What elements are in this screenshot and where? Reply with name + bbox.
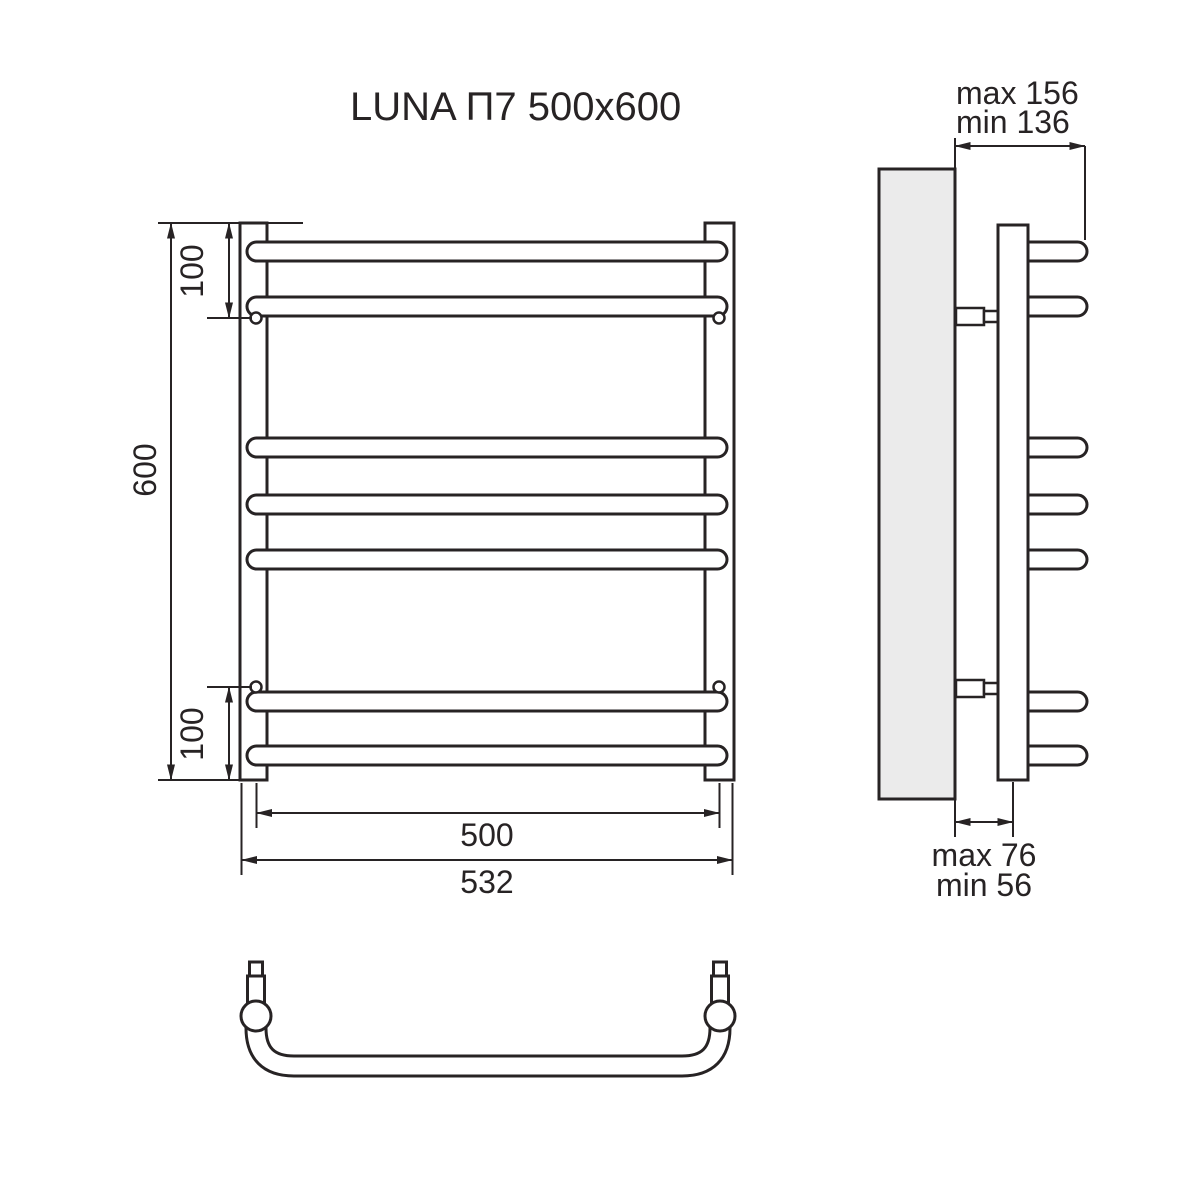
towel-bar: [245, 436, 729, 459]
drawing-title: LUNA П7 500x600: [350, 85, 681, 129]
dim-label-wall-offset-max: max 76: [932, 837, 1037, 873]
wall-bracket: [954, 306, 986, 327]
valve-ball: [239, 999, 273, 1033]
wall: [877, 167, 957, 801]
curved-tube-fill: [247, 1012, 729, 1075]
side-rail: [996, 223, 1030, 782]
dim-label-rail-span: 500: [460, 817, 513, 853]
pipe-fitting: [712, 311, 726, 325]
pipe-fitting: [249, 311, 263, 325]
dim-label-top-spacing: 100: [174, 244, 210, 297]
towel-bar: [245, 493, 729, 516]
valve-cap: [248, 960, 264, 978]
wall-bracket-pin: [982, 309, 1000, 324]
valve-ball: [703, 999, 737, 1033]
pipe-fitting: [712, 680, 726, 694]
pipe-fitting: [249, 680, 263, 694]
wall-bracket-pin: [982, 681, 1000, 696]
dim-label-bottom-spacing: 100: [174, 707, 210, 760]
dim-label-height: 600: [127, 443, 163, 496]
dim-label-overall-width: 532: [460, 864, 513, 900]
valve-cap: [712, 960, 728, 978]
towel-bar: [245, 295, 729, 318]
towel-bar: [245, 744, 729, 767]
valve-stem: [246, 974, 266, 1005]
front-view: 600 100 100 500 532: [127, 221, 736, 900]
towel-bar: [245, 690, 729, 713]
valve-stem: [710, 974, 730, 1005]
towel-bar: [245, 240, 729, 263]
wall-bracket: [954, 678, 986, 699]
side-view: max 156 min 136 max 76 min 56: [877, 75, 1089, 903]
dim-label-depth-min: min 136: [956, 104, 1070, 140]
dim-label-wall-offset-min: min 56: [936, 867, 1032, 903]
towel-bar: [245, 548, 729, 571]
dim-label-depth-max: max 156: [956, 75, 1079, 111]
bottom-view: [239, 960, 737, 1078]
